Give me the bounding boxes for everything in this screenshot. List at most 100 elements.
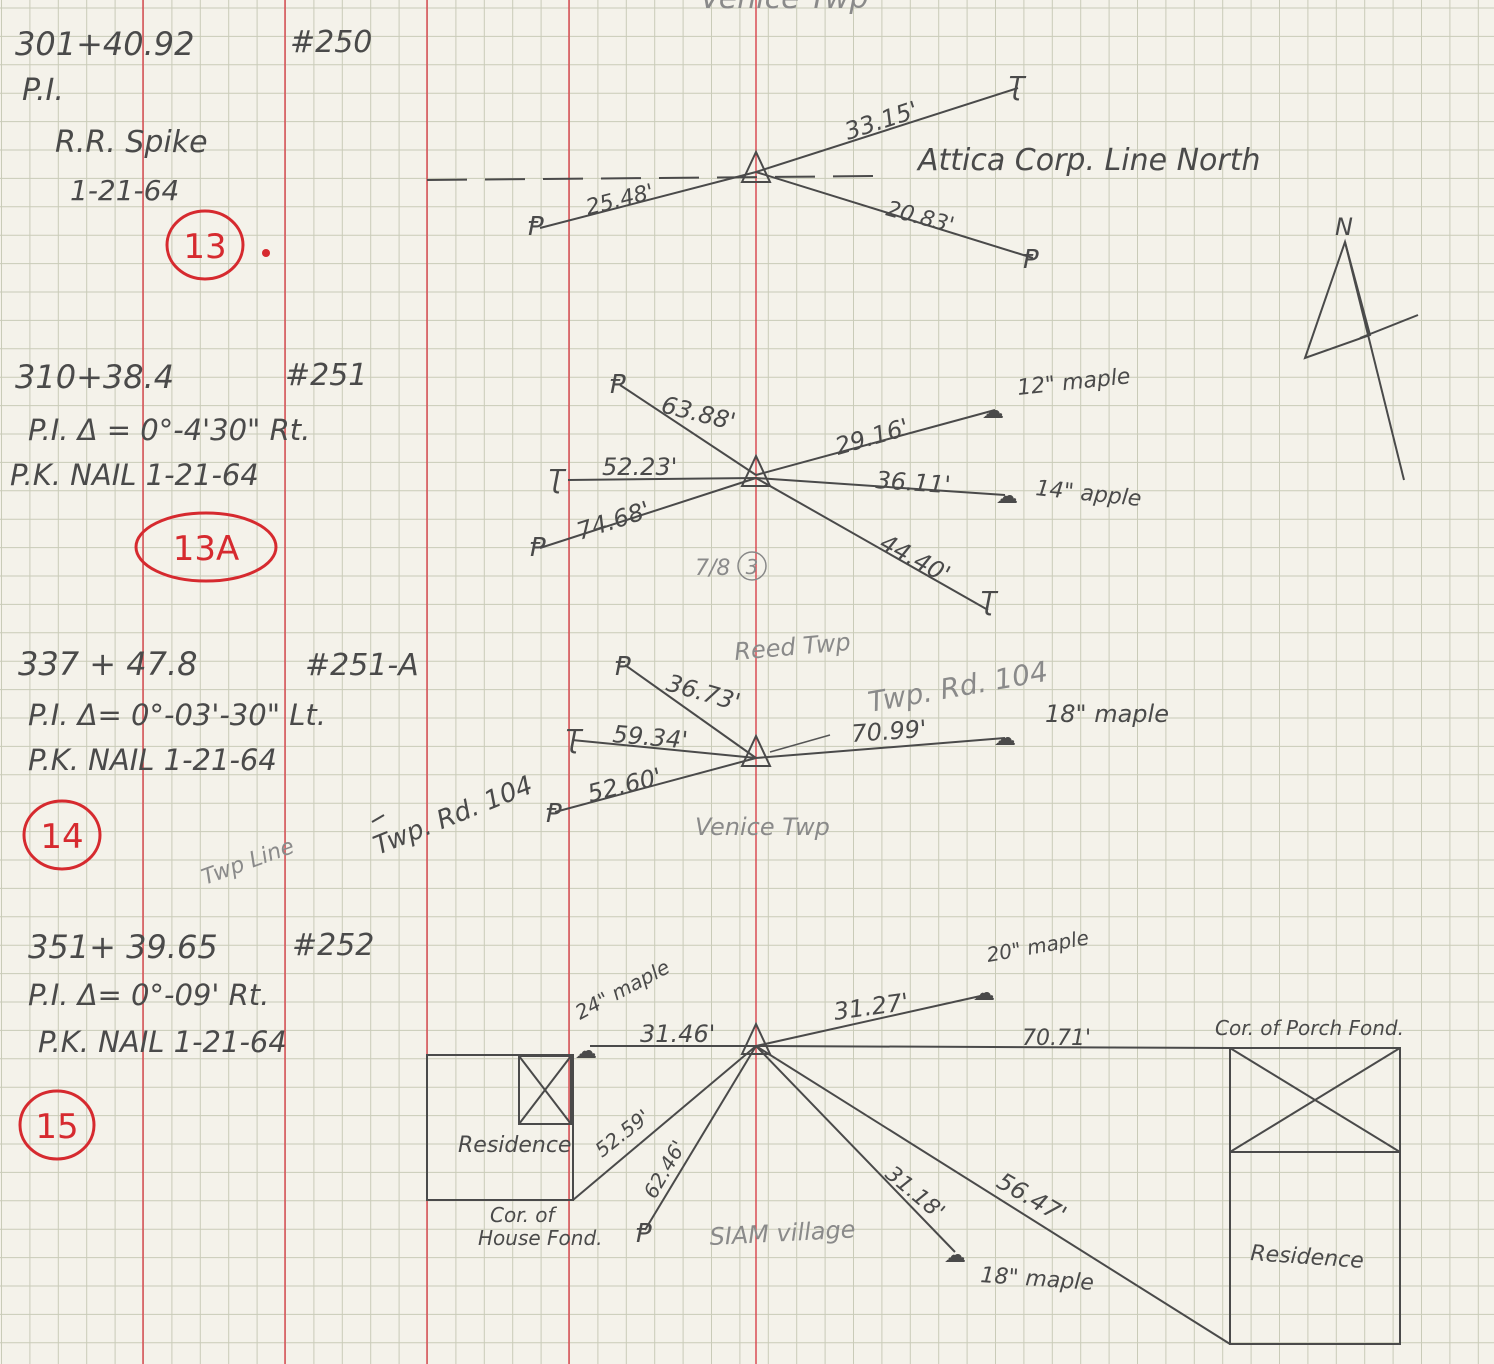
deflection-label: P.I. Δ = 0°-4'30" Rt.: [28, 413, 310, 447]
north-tick: [1359, 314, 1419, 339]
porch-corner-label: Cor. of Porch Fond.: [1215, 1016, 1404, 1040]
tree-icon: ☁: [982, 399, 1004, 424]
badge-number: 13A: [173, 529, 240, 569]
tie-line-4: [554, 757, 757, 813]
tie-line-1: [755, 87, 1019, 173]
marker-p-icon: Ᵽ: [546, 799, 563, 829]
corp-line: [426, 175, 881, 181]
header-faint-text: Venice Twp: [700, 0, 869, 16]
porch-cross: [518, 1055, 572, 1125]
road-arrow-icon: [371, 814, 385, 823]
badge-number: 15: [35, 1107, 78, 1147]
distance-label: 70.99': [850, 715, 927, 748]
marker-p-icon: Ᵽ: [636, 1219, 653, 1249]
point-number: #251-A: [305, 648, 419, 683]
tree-icon: ☁: [575, 1039, 597, 1064]
tie-line-5: [539, 477, 757, 549]
house-corner-label: House Fond.: [478, 1226, 603, 1250]
tie-line-4: [755, 477, 1006, 496]
station-label: 310+38.4: [15, 358, 174, 396]
station-label: 337 + 47.8: [18, 645, 197, 683]
badge-circle: [22, 799, 102, 871]
tie-line-maple-top: [755, 994, 986, 1047]
station-label: 301+40.92: [15, 25, 195, 63]
entry-252: 351+ 39.65 #252 P.I. Δ= 0°-09' Rt. P.K. …: [18, 928, 374, 1161]
pi-triangle-icon: [740, 1021, 772, 1055]
point-type: P.I.: [22, 73, 64, 108]
tie-line-house-corner: [572, 1045, 757, 1201]
badge-circle: [18, 1089, 96, 1161]
entry-251: 310+38.4 #251 P.I. Δ = 0°-4'30" Rt. P.K.…: [10, 358, 367, 583]
entry-250: 301+40.92 #250 P.I. R.R. Spike 1-21-64 1…: [15, 25, 372, 281]
marker-date-label: P.K. NAIL 1-21-64: [38, 1025, 287, 1059]
distance-label: 59.34': [611, 720, 688, 754]
tie-line-6: [755, 477, 989, 611]
badge-circle: [165, 209, 245, 281]
marker-t-icon: Ʈ: [548, 465, 567, 495]
pi-triangle-icon: [740, 733, 772, 767]
tree-icon: ☁: [994, 726, 1016, 751]
distance-label: 36.11': [875, 466, 952, 499]
point-number: #251: [285, 358, 367, 393]
marker-t-icon: Ʈ: [980, 587, 999, 617]
marker-p-icon: Ᵽ: [615, 652, 632, 682]
tie-line-1: [619, 384, 757, 476]
north-label: N: [1335, 213, 1353, 241]
badge-circle: [134, 511, 278, 583]
tie-line-maple-bottom: [755, 1045, 956, 1253]
tie-line-residence-corner: [755, 1045, 1231, 1345]
distance-label: 52.23': [602, 453, 677, 481]
point-number: #250: [290, 25, 372, 60]
marker-p-icon: Ᵽ: [1023, 245, 1040, 275]
marker-p-icon: Ᵽ: [528, 212, 545, 242]
marker-t-icon: Ʈ: [1008, 72, 1027, 102]
deflection-label: P.I. Δ= 0°-09' Rt.: [28, 978, 269, 1012]
residence-right-outline: [1229, 1047, 1401, 1345]
residence-left-outline: [426, 1054, 574, 1201]
deflection-label: P.I. Δ= 0°-03'-30" Lt.: [28, 698, 326, 732]
residence-left-label: Residence: [458, 1133, 571, 1158]
tie-line-1: [624, 664, 757, 759]
tie-line-marker: [644, 1045, 757, 1231]
porch-box-left: [518, 1055, 572, 1125]
marker-type: R.R. Spike: [55, 125, 208, 160]
north-line: [1344, 241, 1405, 481]
badge-number: 14: [40, 817, 83, 857]
point-number: #252: [292, 928, 374, 963]
road-tick: [769, 734, 831, 753]
tie-line-2: [539, 171, 757, 229]
tree-icon: ☁: [944, 1243, 966, 1268]
fraction-label: 7/8: [695, 556, 730, 581]
tie-line-3: [567, 477, 757, 481]
date-label: 1-21-64: [70, 174, 179, 207]
circle-3-glyph: 3: [746, 555, 759, 579]
township-label: Venice Twp: [695, 813, 830, 841]
tree-label: 18" maple: [1045, 700, 1169, 728]
house-corner-label: Cor. of: [490, 1203, 558, 1227]
porch-cross: [1229, 1047, 1401, 1153]
tree-icon: ☁: [973, 981, 995, 1006]
tie-line-3: [755, 737, 1006, 759]
corp-line-label: Attica Corp. Line North: [916, 143, 1261, 178]
marker-t-icon: Ʈ: [565, 725, 584, 755]
tie-line-2: [755, 409, 996, 476]
entry-251-A: 337 + 47.8 #251-A P.I. Δ= 0°-03'-30" Lt.…: [18, 645, 419, 871]
badge-number: 13: [183, 227, 226, 267]
circle-3-icon: [737, 551, 767, 581]
badge-dot: [262, 249, 270, 257]
tie-line-2: [571, 739, 757, 759]
pi-triangle-icon: [740, 149, 772, 183]
tie-line-porch: [755, 1045, 1231, 1049]
pi-triangle-icon: [740, 453, 772, 487]
marker-date-label: P.K. NAIL 1-21-64: [10, 458, 259, 492]
marker-date-label: P.K. NAIL 1-21-64: [28, 743, 277, 777]
marker-p-icon: Ᵽ: [530, 533, 547, 563]
tree-icon: ☁: [996, 484, 1018, 509]
tie-line-3: [755, 171, 1034, 259]
marker-p-icon: Ᵽ: [610, 370, 627, 400]
distance-label: 70.71': [1022, 1026, 1091, 1051]
red-margin-lines: [142, 0, 757, 1364]
station-label: 351+ 39.65: [28, 928, 218, 966]
